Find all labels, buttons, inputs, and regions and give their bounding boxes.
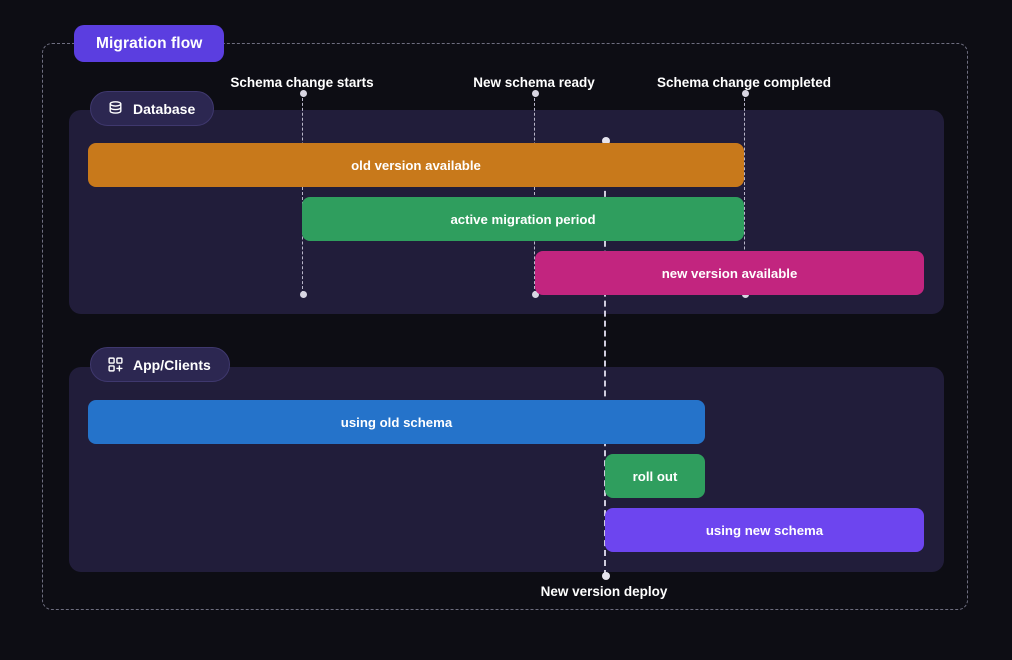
- bar-old-version-available[interactable]: old version available: [88, 143, 744, 187]
- milestone-label-new-schema-ready: New schema ready: [473, 75, 595, 90]
- bar-new-version-available[interactable]: new version available: [535, 251, 924, 295]
- page-title: Migration flow: [96, 34, 203, 52]
- bar-label: using old schema: [340, 414, 453, 430]
- deploy-dot-top: [602, 137, 611, 145]
- bar-using-new-schema[interactable]: using new schema: [605, 508, 924, 552]
- milestone-dot-bottom: [531, 290, 539, 298]
- diagram-outer-frame: [42, 43, 968, 610]
- bar-label: new version available: [661, 265, 798, 281]
- bar-label: roll out: [632, 468, 678, 484]
- lane-badge-label: App/Clients: [133, 356, 211, 373]
- apps-plus-icon: [107, 356, 124, 373]
- milestone-dot-bottom: [299, 290, 307, 298]
- bar-label: using new schema: [705, 522, 824, 538]
- milestone-dot-top: [741, 89, 749, 97]
- bar-using-old-schema[interactable]: using old schema: [88, 400, 705, 444]
- lane-badge-database: Database: [90, 91, 215, 126]
- milestone-dot-top: [531, 89, 539, 97]
- lane-badge-app-clients: App/Clients: [90, 347, 230, 382]
- bar-label: active migration period: [450, 211, 596, 227]
- lane-badge-label: Database: [133, 100, 196, 117]
- bar-label: old version available: [351, 157, 481, 173]
- diagram-title-pill: Migration flow: [74, 25, 225, 62]
- milestone-label-schema-change-starts: Schema change starts: [230, 75, 374, 90]
- milestone-label-schema-change-completed: Schema change completed: [656, 75, 832, 90]
- milestone-line-schema-change-starts: [299, 89, 307, 298]
- deploy-line-new-version-deploy: [602, 137, 611, 580]
- deploy-dot-bottom: [602, 572, 611, 580]
- milestone-line-new-schema-ready: [531, 89, 539, 298]
- milestone-dot-top: [299, 89, 307, 97]
- bar-active-migration-period[interactable]: active migration period: [302, 197, 744, 241]
- bar-roll-out[interactable]: roll out: [605, 454, 705, 498]
- deploy-label-new-version-deploy: New version deploy: [540, 584, 668, 599]
- database-icon: [107, 100, 124, 117]
